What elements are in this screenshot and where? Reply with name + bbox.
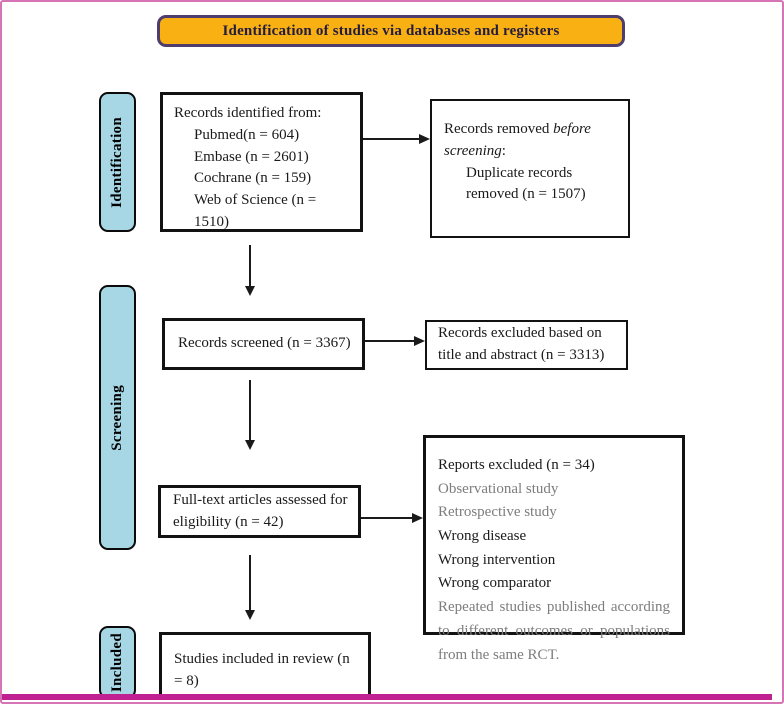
records-screened-text: Records screened (n = 3367) — [178, 335, 351, 352]
records-identified-item: Embase (n = 2601) — [194, 148, 309, 165]
box-fulltext-assessed: Full-text articles assessed for eligibil… — [158, 485, 361, 538]
stage-tab-identification-label: Identification — [109, 116, 125, 208]
records-removed-title-suffix: : — [501, 142, 506, 159]
header-banner: Identification of studies via databases … — [157, 15, 625, 47]
reports-excluded-title: Reports excluded (n = 34) — [438, 457, 595, 473]
records-identified-title: Records identified from: — [174, 105, 322, 121]
records-identified-item: Web of Science (n = 1510) — [194, 192, 317, 230]
stage-tab-included-label: Included — [109, 632, 125, 693]
header-banner-label: Identification of studies via databases … — [222, 22, 560, 39]
records-excluded-text: Records excluded based on title and abst… — [438, 325, 605, 363]
exclusion-reason: Wrong disease — [438, 528, 527, 545]
box-records-identified: Records identified from: Pubmed(n = 604)… — [160, 92, 363, 232]
box-records-removed: Records removed before screening: Duplic… — [430, 99, 630, 238]
bottom-accent-bar — [2, 694, 772, 700]
studies-included-text: Studies included in review (n = 8) — [174, 651, 350, 689]
box-records-excluded-title-abstract: Records excluded based on title and abst… — [425, 320, 628, 370]
fulltext-assessed-text: Full-text articles assessed for eligibil… — [173, 491, 348, 530]
exclusion-reason: Wrong comparator — [438, 575, 552, 592]
stage-tab-included: Included — [99, 626, 136, 699]
stage-tab-screening: Screening — [99, 285, 136, 550]
exclusion-note: Repeated studies published according to … — [438, 599, 670, 663]
records-removed-title: Records removed before screening: — [444, 119, 618, 163]
exclusion-reason: Retrospective study — [438, 504, 557, 521]
records-removed-item: Duplicate records removed (n = 1507) — [466, 164, 586, 203]
box-reports-excluded: Reports excluded (n = 34) Observational … — [423, 435, 685, 663]
stage-tab-screening-label: Screening — [109, 384, 125, 451]
records-removed-title-prefix: Records removed — [444, 121, 554, 137]
exclusion-reason: Wrong intervention — [438, 551, 556, 568]
records-identified-item: Cochrane (n = 159) — [194, 170, 312, 187]
box-records-screened: Records screened (n = 3367) — [162, 318, 365, 370]
box-studies-included: Studies included in review (n = 8) — [159, 632, 371, 697]
exclusion-reason: Observational study — [438, 480, 559, 497]
records-removed-title-italic: before screening — [444, 121, 591, 159]
records-identified-item: Pubmed(n = 604) — [194, 126, 300, 143]
stage-tab-identification: Identification — [99, 92, 136, 232]
